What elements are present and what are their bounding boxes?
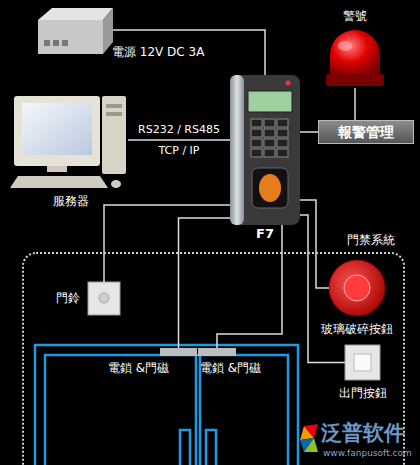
watermark-logo: [300, 424, 318, 452]
connector-line: [128, 139, 230, 141]
exit-button: 出門按鈕: [345, 345, 380, 380]
exit-button-symbol: [354, 354, 371, 371]
fingerprint-terminal-symbol: [286, 81, 291, 86]
connector-line: [300, 215, 345, 363]
connector-line: [354, 88, 356, 120]
doorbell: 門鈴: [88, 282, 120, 315]
power-supply-symbol: [38, 20, 103, 54]
door-frame: [35, 345, 298, 465]
fingerprint-terminal-symbol: [259, 174, 281, 202]
connector-line: [179, 218, 231, 348]
node-label: 門鈴: [56, 291, 80, 305]
alarm-light-symbol: [326, 74, 384, 86]
fingerprint-terminal-symbol: [277, 139, 288, 147]
doorbell-symbol: [88, 282, 120, 315]
alarm-management-box: 報警管理: [318, 120, 414, 144]
fingerprint-terminal-symbol: [277, 119, 288, 127]
connector-line: [300, 131, 318, 133]
fingerprint-terminal-symbol: [277, 129, 288, 137]
node-label: 玻璃破碎按鈕: [321, 322, 393, 336]
server-computer-symbol: [102, 96, 126, 174]
fingerprint-terminal-symbol: [251, 119, 262, 127]
server-computer: 服務器: [8, 92, 128, 192]
fingerprint-terminal-symbol: [264, 139, 275, 147]
doorbell-symbol: [88, 282, 120, 315]
fingerprint-terminal-symbol: [248, 91, 292, 112]
node-label: 服務器: [53, 194, 89, 208]
electric-lock: 電鎖 &門磁: [198, 348, 236, 356]
door-frame: [195, 356, 198, 465]
alarm-light: 警號: [325, 28, 385, 88]
fingerprint-terminal-symbol: [264, 129, 275, 137]
door-frame: [45, 355, 288, 465]
fingerprint-terminal: F7: [230, 75, 300, 225]
node-label: F7: [256, 227, 274, 241]
alarm-light-symbol: [330, 30, 380, 76]
server-computer-symbol: [14, 96, 100, 166]
connector-line: [300, 200, 329, 288]
connector-line: [113, 30, 265, 75]
watermark-text: 泛普软件: [321, 420, 405, 446]
fingerprint-terminal-symbol: [230, 75, 244, 225]
link-label: RS232 / RS485: [138, 123, 220, 137]
power-supply-symbol: [44, 40, 50, 46]
node-label: 電鎖 &門磁: [200, 361, 261, 375]
node-label: 報警管理: [319, 121, 413, 143]
node-label: 電鎖 &門磁: [108, 361, 169, 375]
alarm-light-symbol: [338, 41, 352, 51]
fingerprint-terminal-symbol: [264, 119, 275, 127]
server-computer-symbol: [47, 166, 67, 172]
server-computer-symbol: [106, 104, 122, 108]
fingerprint-terminal-symbol: [251, 129, 262, 137]
glass-break-button-symbol: [344, 275, 370, 301]
node-label: 門禁系統: [347, 233, 395, 247]
connector-line: [104, 205, 230, 282]
power-supply: 電源 12V DC 3A: [38, 8, 113, 56]
node-label: 電源 12V DC 3A: [112, 45, 204, 59]
fingerprint-terminal-symbol: [252, 168, 288, 208]
power-supply-symbol: [62, 40, 68, 46]
door-frame: [180, 430, 190, 465]
connector-line: [217, 225, 282, 348]
watermark-logo: [304, 438, 318, 452]
fingerprint-terminal-symbol: [230, 75, 300, 225]
server-computer-symbol: [10, 176, 108, 188]
server-computer-symbol: [106, 112, 122, 116]
exit-button-symbol: [345, 345, 380, 380]
server-computer-symbol: [111, 180, 121, 188]
door-frame: [206, 430, 216, 465]
server-computer-symbol: [22, 103, 92, 155]
fingerprint-terminal-symbol: [251, 149, 262, 157]
fingerprint-terminal-symbol: [264, 149, 275, 157]
glass-break-button-symbol: [329, 260, 385, 316]
doorbell-symbol: [99, 293, 109, 303]
exit-button-symbol: [345, 345, 380, 380]
fingerprint-terminal-symbol: [251, 139, 262, 147]
node-label: 警號: [343, 9, 367, 23]
power-supply-symbol: [103, 8, 113, 54]
node-label: 出門按鈕: [339, 386, 387, 400]
electric-lock: 電鎖 &門磁: [160, 348, 197, 356]
glass-break-button-symbol: [329, 260, 385, 316]
glass-break-button: 玻璃破碎按鈕: [329, 260, 385, 316]
door-frame: [35, 345, 298, 465]
power-supply-symbol: [53, 40, 59, 46]
watermark-url: www.fanpusoft.com: [323, 448, 412, 459]
power-supply-symbol: [38, 8, 113, 20]
watermark-logo: [304, 424, 318, 438]
server-computer-symbol: [10, 96, 126, 188]
fingerprint-terminal-symbol: [230, 75, 300, 225]
fingerprint-terminal-symbol: [277, 149, 288, 157]
protocol-label: TCP / IP: [159, 144, 200, 158]
power-supply-symbol: [38, 8, 113, 54]
alarm-light-symbol: [326, 30, 384, 86]
